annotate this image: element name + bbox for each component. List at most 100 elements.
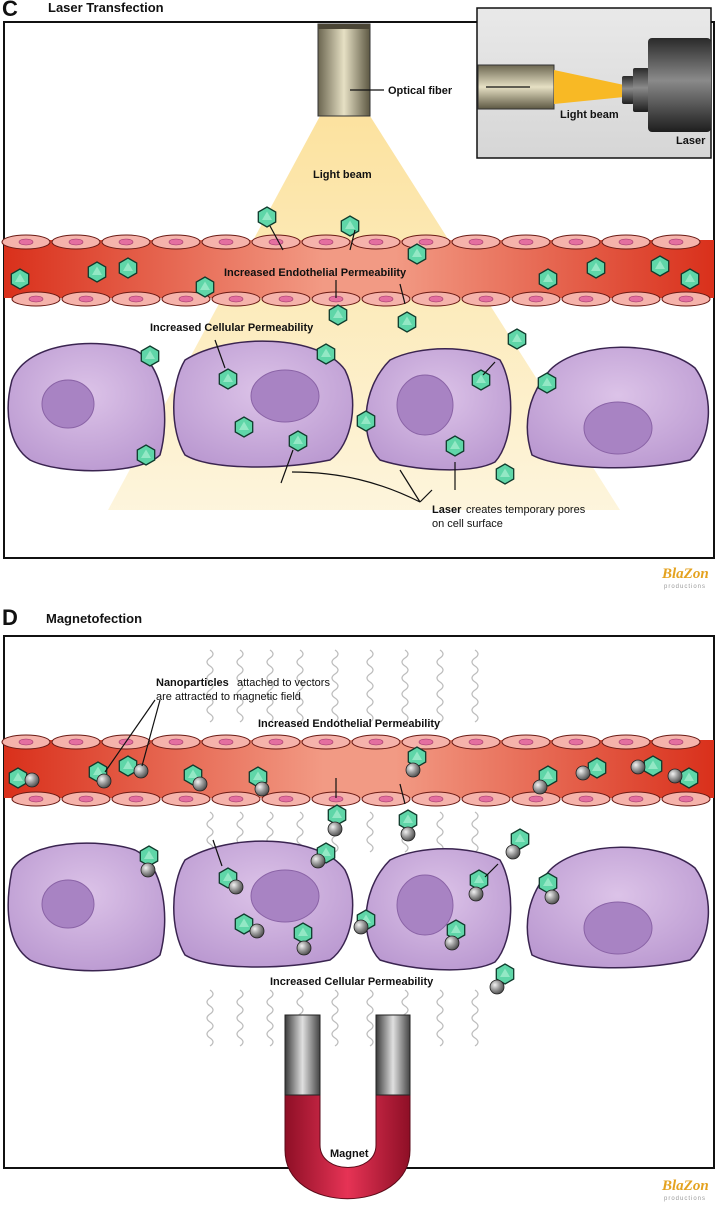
viral-vector-icon xyxy=(537,372,557,394)
optical-fiber-icon xyxy=(317,23,371,117)
nanoparticle-icon xyxy=(489,979,505,995)
nanoparticle-icon xyxy=(254,781,270,797)
endothelial-cell xyxy=(1,734,51,750)
endothelial-layer-top-d xyxy=(1,734,701,750)
logo-sub-d: productions xyxy=(664,1196,706,1202)
nano-label-rest: attached to vectors xyxy=(237,677,330,689)
inset-light-beam-label: Light beam xyxy=(560,109,619,121)
viral-vector-icon xyxy=(587,757,607,779)
nanoparticle-icon xyxy=(505,844,521,860)
endothelial-cell xyxy=(651,734,701,750)
endothelial-cell xyxy=(201,234,251,250)
cellular-permeability-label-c: Increased Cellular Permeability xyxy=(150,322,314,334)
endothelial-cell xyxy=(401,234,451,250)
endothelial-cell xyxy=(51,234,101,250)
viral-vector-icon xyxy=(586,257,606,279)
endothelial-cell xyxy=(211,291,261,307)
endothelial-cell xyxy=(351,234,401,250)
endothelial-cell xyxy=(511,291,561,307)
arrows-c xyxy=(214,225,496,503)
viral-vector-icon xyxy=(538,268,558,290)
viral-vector-icon xyxy=(10,268,30,290)
light-beam-label: Light beam xyxy=(313,169,372,181)
pores-label-rest: creates temporary pores xyxy=(466,504,586,516)
endothelial-cell xyxy=(561,291,611,307)
endothelial-cell xyxy=(461,291,511,307)
pores-label-line2: on cell surface xyxy=(432,518,503,530)
inset-beam xyxy=(554,70,624,104)
panel-d-title: Magnetofection xyxy=(46,611,142,626)
panel-c: C Laser Transfection Optical fiber Light… xyxy=(1,0,715,590)
cell-1 xyxy=(7,342,166,472)
viral-vector-icon xyxy=(356,410,376,432)
field-line xyxy=(266,989,274,1047)
endothelial-cell xyxy=(661,791,711,807)
endothelial-cell xyxy=(411,291,461,307)
viral-vector-icon xyxy=(495,963,515,985)
arrows-d xyxy=(104,699,499,878)
endothelial-cell xyxy=(451,234,501,250)
nanoparticle-icon xyxy=(192,776,208,792)
viral-vector-icon xyxy=(234,913,254,935)
field-line xyxy=(401,649,409,723)
endothelial-cell xyxy=(161,291,211,307)
magnet-label: Magnet xyxy=(330,1148,369,1160)
logo-text-c: BlaZon xyxy=(661,566,709,582)
endothelial-cell xyxy=(111,291,161,307)
logo-text-d: BlaZon xyxy=(661,1178,709,1194)
endothelial-cell xyxy=(161,791,211,807)
logo-d: BlaZon productions xyxy=(661,1178,709,1202)
viral-vector-icon xyxy=(471,369,491,391)
viral-vector-icon xyxy=(257,206,277,228)
panel-c-title: Laser Transfection xyxy=(48,0,164,15)
magnetic-field-lines xyxy=(206,649,479,1047)
viral-vector-icon xyxy=(495,463,515,485)
endothelial-permeability-label-c: Increased Endothelial Permeability xyxy=(224,267,407,279)
endothelial-cell xyxy=(251,734,301,750)
viral-vector-icon xyxy=(140,345,160,367)
endothelial-cell xyxy=(151,234,201,250)
field-line xyxy=(471,811,479,853)
endothelial-cell xyxy=(661,291,711,307)
nanoparticle-icon xyxy=(140,862,156,878)
logo-c: BlaZon productions xyxy=(661,566,709,590)
endothelial-cell xyxy=(501,734,551,750)
nano-label-bold: Nanoparticles xyxy=(156,677,229,689)
viral-vector-icon xyxy=(218,368,238,390)
cell-3 xyxy=(365,348,512,471)
nanoparticle-icon xyxy=(228,879,244,895)
field-line xyxy=(331,989,339,1047)
endothelial-cell xyxy=(151,734,201,750)
viral-vector-icon xyxy=(510,828,530,850)
nanoparticle-icon xyxy=(575,765,591,781)
endothelial-cell xyxy=(101,234,151,250)
endothelial-cell xyxy=(451,734,501,750)
cellular-permeability-label-d: Increased Cellular Permeability xyxy=(270,976,434,988)
optical-fiber-label: Optical fiber xyxy=(388,85,453,97)
vectors-d xyxy=(8,746,699,995)
endothelial-cell xyxy=(601,734,651,750)
endothelial-cell xyxy=(611,791,661,807)
nanoparticle-icon xyxy=(310,853,326,869)
nanoparticle-icon xyxy=(133,763,149,779)
viral-vector-icon xyxy=(195,276,215,298)
endothelial-cell xyxy=(511,791,561,807)
logo-sub-c: productions xyxy=(664,584,706,590)
viral-vector-icon xyxy=(469,869,489,891)
viral-vector-icon xyxy=(87,261,107,283)
nanoparticle-icon xyxy=(296,940,312,956)
field-line xyxy=(436,811,444,853)
endothelial-cell xyxy=(401,734,451,750)
laser-icon xyxy=(622,38,711,132)
endothelial-cell xyxy=(111,791,161,807)
panel-c-letter: C xyxy=(2,0,18,21)
endothelial-cell xyxy=(211,791,261,807)
nanoparticle-icon xyxy=(468,886,484,902)
viral-vector-icon xyxy=(643,755,663,777)
panel-d-letter: D xyxy=(2,605,18,630)
viral-vector-icon xyxy=(8,767,28,789)
cell-d-3 xyxy=(365,848,512,971)
endothelial-layer-bottom-d xyxy=(11,791,711,807)
viral-vector-icon xyxy=(288,430,308,452)
